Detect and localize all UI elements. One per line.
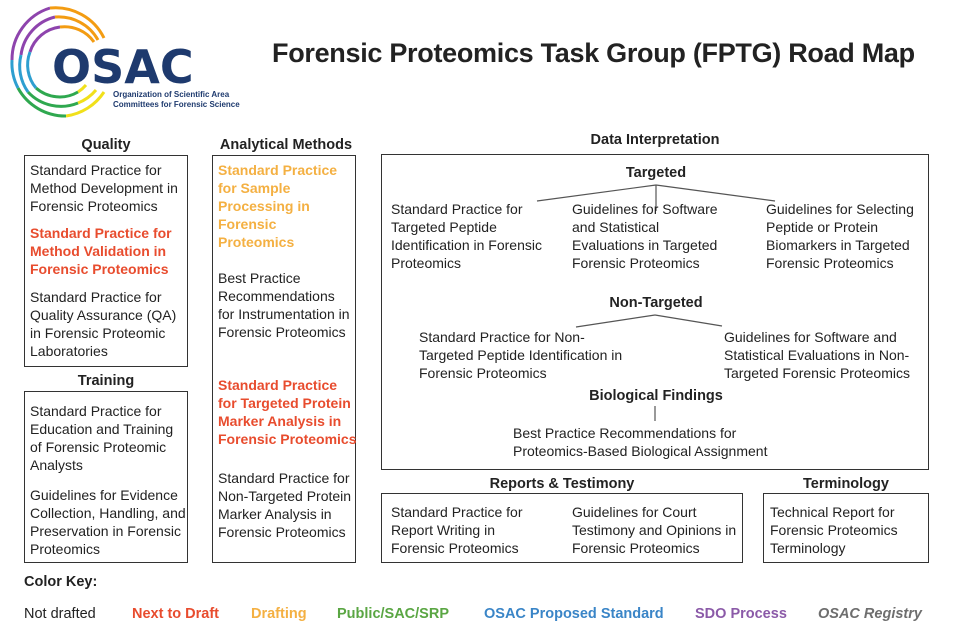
analytical-methods-section-title: Analytical Methods [219,137,353,153]
quality-section-title: Quality [81,137,131,153]
analytical-item-sample-processing: Standard Practice for Sample Processing … [218,162,338,250]
key-public-sac-srp: Public/SAC/SRP [337,606,449,622]
biological-findings-subtitle: Biological Findings [589,388,723,404]
non-targeted-item-peptide-identification: Standard Practice for Non-Targeted Pepti… [419,329,623,381]
training-item-education: Standard Practice for Education and Trai… [30,403,174,473]
key-osac-proposed-standard: OSAC Proposed Standard [484,606,664,622]
analytical-item-non-targeted-protein-marker: Standard Practice for Non-Targeted Prote… [218,470,352,540]
data-interpretation-section-title: Data Interpretation [590,132,720,148]
quality-item-method-development: Standard Practice for Method Development… [30,162,178,214]
analytical-item-instrumentation: Best Practice Recommendations for Instru… [218,270,350,340]
logo-acronym: OSAC [52,40,194,94]
training-item-evidence-collection: Guidelines for Evidence Collection, Hand… [30,487,186,557]
targeted-item-peptide-identification: Standard Practice for Targeted Peptide I… [391,201,542,271]
color-key-label: Color Key: [24,574,98,590]
training-box: Standard Practice for Education and Trai… [24,391,188,563]
terminology-section-title: Terminology [803,476,889,492]
training-section-title: Training [77,373,135,389]
terminology-box: Technical Report for Forensic Proteomics… [763,493,929,563]
targeted-item-software-statistical: Guidelines for Software and Statistical … [572,201,718,271]
reports-item-report-writing: Standard Practice for Report Writing in … [391,504,523,556]
biological-item-assignment: Best Practice Recommendations for Proteo… [513,425,768,459]
targeted-item-selecting-biomarkers: Guidelines for Selecting Peptide or Prot… [766,201,914,271]
data-interpretation-box: Targeted Standard Practice for Targeted … [381,154,929,470]
key-drafting: Drafting [251,606,307,622]
analytical-item-targeted-protein-marker: Standard Practice for Targeted Protein M… [218,377,357,447]
reports-item-court-testimony: Guidelines for Court Testimony and Opini… [572,504,737,556]
key-next-to-draft: Next to Draft [132,606,220,622]
non-targeted-item-software-statistical: Guidelines for Software and Statistical … [724,329,910,381]
reports-testimony-section-title: Reports & Testimony [489,476,635,492]
key-not-drafted: Not drafted [24,606,96,622]
key-sdo-process: SDO Process [695,606,787,622]
logo-subtitle: Organization of Scientific Area Committe… [113,90,240,110]
key-osac-registry: OSAC Registry [818,606,922,622]
logo-subtitle-line1: Organization of Scientific Area [113,90,230,99]
quality-item-quality-assurance: Standard Practice for Quality Assurance … [30,289,177,359]
quality-item-method-validation: Standard Practice for Method Validation … [30,225,172,277]
tree-connector-lines [536,184,776,421]
non-targeted-subtitle: Non-Targeted [609,295,703,311]
quality-box: Standard Practice for Method Development… [24,155,188,367]
page-title: Forensic Proteomics Task Group (FPTG) Ro… [272,38,915,68]
reports-testimony-box: Standard Practice for Report Writing in … [381,493,743,563]
concentric-rings-icon [10,6,106,118]
targeted-subtitle: Targeted [625,165,687,181]
analytical-methods-box: Standard Practice for Sample Processing … [212,155,357,563]
osac-logo: OSAC Organization of Scientific Area Com… [0,0,250,130]
logo-subtitle-line2: Committees for Forensic Science [113,100,240,109]
terminology-item-technical-report: Technical Report for Forensic Proteomics… [770,504,898,556]
